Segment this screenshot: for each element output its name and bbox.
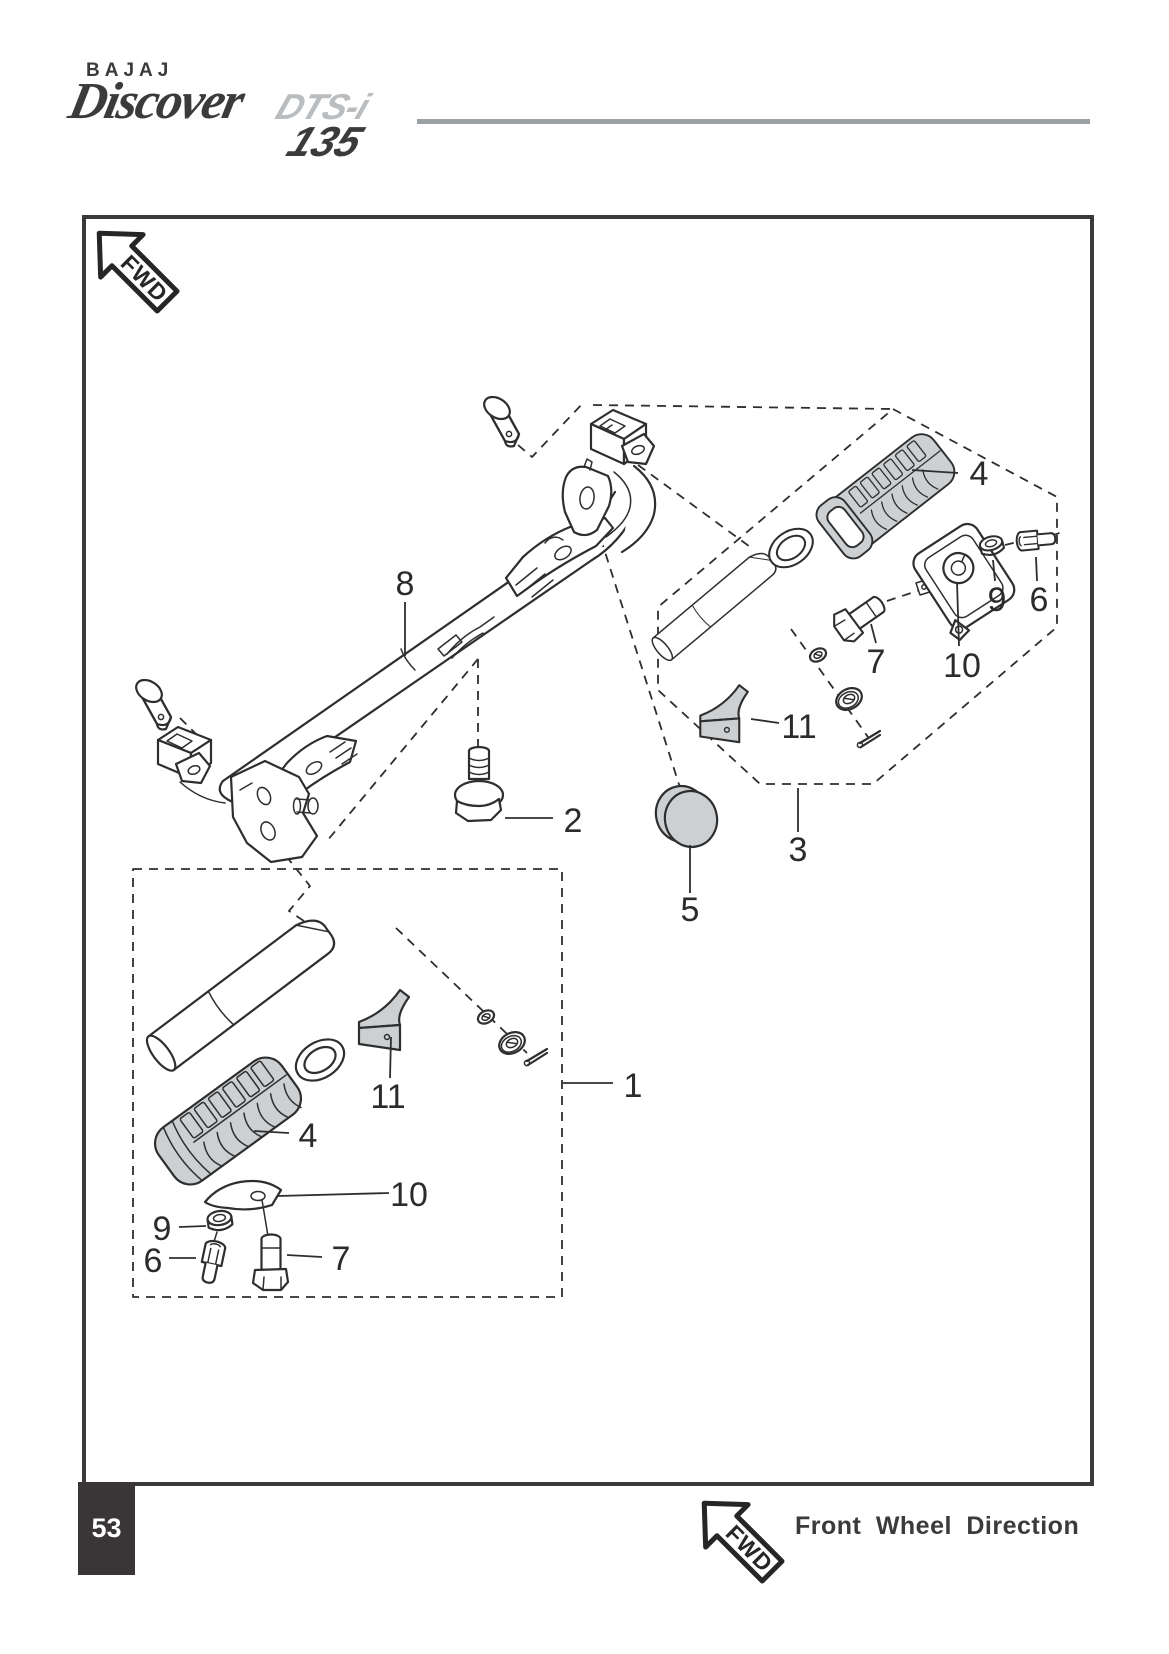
leader-to-cluster3 — [592, 404, 894, 410]
callout-9: 9 — [153, 1210, 172, 1248]
callout-4-leader — [253, 1130, 290, 1134]
callout-10: 10 — [943, 647, 981, 685]
fwd-arrow-top: FWD — [96, 230, 180, 314]
leader-washer9-bolt6 — [1004, 541, 1018, 546]
page-number: 53 — [91, 1513, 122, 1543]
callout-11-leader — [750, 718, 780, 724]
header-divider — [417, 119, 1090, 124]
wedge-left — [357, 988, 411, 1052]
group-box-1 — [132, 868, 563, 1298]
fwd-arrow-bottom: FWD — [701, 1500, 785, 1584]
callout-11: 11 — [370, 1078, 405, 1116]
callout-4: 4 — [970, 455, 989, 493]
washer-large-right — [831, 682, 867, 716]
part-5-cap — [654, 784, 719, 849]
callout-9: 9 — [988, 581, 1007, 619]
group-1-parts — [141, 910, 549, 1292]
bracket-plate-left — [203, 1179, 283, 1246]
cotter-pin-left — [523, 1047, 549, 1067]
clevis-pin-top — [478, 391, 521, 448]
callout-7: 7 — [332, 1240, 351, 1278]
bolt-6-left — [196, 1238, 228, 1286]
callout-9-leader — [178, 1225, 207, 1228]
callout-5: 5 — [681, 891, 700, 929]
washer-large-left — [494, 1026, 530, 1060]
wedge-right — [699, 684, 749, 744]
dashed-leader-lines — [179, 402, 1063, 1054]
callout-2: 2 — [564, 802, 583, 840]
bolt-7-left — [251, 1233, 290, 1292]
washer-small-right — [806, 644, 830, 666]
washer-small-left — [474, 1006, 498, 1028]
callout-8: 8 — [396, 565, 415, 603]
callout-9-leader — [992, 559, 996, 582]
callout-10-leader — [277, 1192, 390, 1197]
leader-pin-top — [517, 402, 584, 458]
callout-6: 6 — [144, 1242, 163, 1280]
callout-3: 3 — [789, 831, 808, 869]
callout-7-leader — [286, 1254, 323, 1258]
brand-text: BAJAJ — [86, 60, 174, 81]
group-3-parts — [648, 424, 1058, 749]
callout-7-leader — [870, 623, 877, 644]
callout-1: 1 — [624, 1067, 643, 1105]
callout-6-leader — [1035, 556, 1038, 582]
callout-10: 10 — [390, 1176, 428, 1214]
cotter-pin-right — [856, 729, 882, 749]
leader-clamp-to-rod — [637, 464, 754, 550]
footrest-rod-right — [648, 546, 781, 665]
part-8-bracket-assembly — [130, 391, 657, 864]
clevis-pin-left — [130, 674, 173, 731]
callout-10-leader — [956, 581, 960, 647]
leader-plate-to-cap — [590, 507, 684, 798]
callout-11-leader — [389, 1036, 392, 1079]
bolt-6-right — [1014, 528, 1058, 552]
group-box-3 — [657, 408, 1058, 785]
washer-nut-9-left — [205, 1208, 235, 1233]
page-number-tab: 53 — [78, 1482, 135, 1575]
leader-to-pivot — [326, 658, 479, 842]
bracket-plate-right — [912, 522, 1016, 642]
bolt-7-right — [827, 587, 893, 647]
gasket-left — [287, 1029, 353, 1091]
callout-7: 7 — [867, 643, 886, 681]
callout-4-leader — [911, 469, 959, 474]
front-wheel-direction-label: Front Wheel Direction — [795, 1512, 1080, 1540]
callout-4: 4 — [299, 1117, 318, 1155]
leader-pin-left — [179, 717, 204, 742]
leader-washer-axis-box1 — [395, 927, 528, 1054]
part-2-bolt — [453, 745, 505, 823]
callout-6: 6 — [1030, 581, 1049, 619]
leader-washer-axis-box3 — [790, 628, 869, 738]
callout-11: 11 — [781, 708, 816, 746]
